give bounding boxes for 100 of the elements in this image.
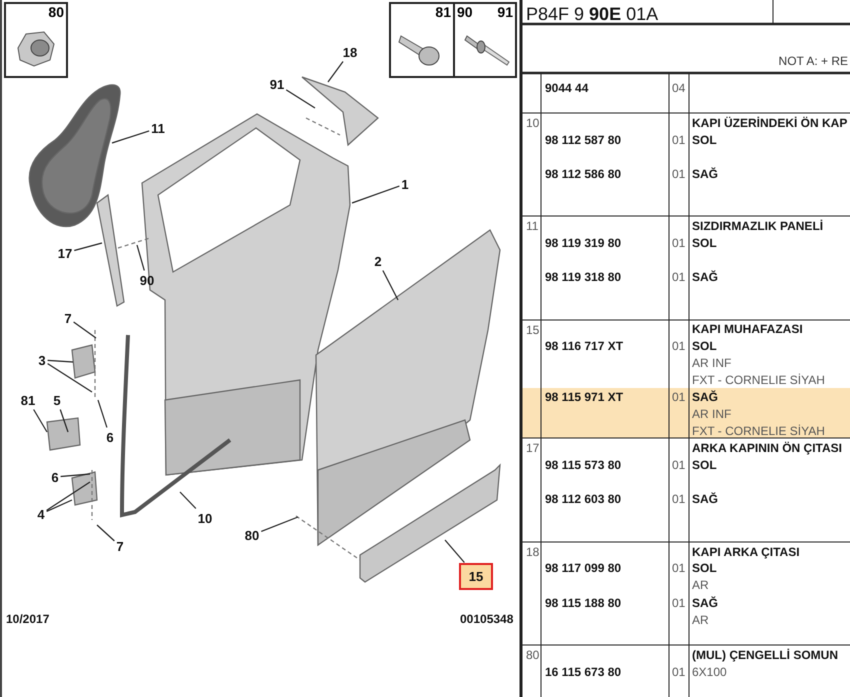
part-description: KAPI ÜZERİNDEKİ ÖN KAP [692, 116, 848, 130]
callout-number: 6 [49, 468, 61, 486]
side-label: SOL [692, 339, 717, 353]
callout-number: 17 [56, 244, 74, 262]
leader-line [73, 322, 96, 338]
quantity: 01 [672, 458, 686, 472]
side-label: SAĞ [692, 596, 718, 610]
callout-number: 91 [268, 74, 286, 94]
side-label: SAĞ [692, 270, 718, 284]
quantity: 01 [672, 596, 686, 610]
part-description: ARKA KAPININ ÖN ÇITASI [692, 441, 842, 455]
leader-line [112, 130, 150, 144]
part-note: 6X100 [692, 665, 727, 679]
callout-number: 7 [62, 308, 74, 328]
quantity: 01 [672, 133, 686, 147]
callout-number: 80 [242, 526, 262, 544]
part-number: 98 115 573 80 [545, 458, 622, 472]
quantity: 01 [672, 665, 686, 679]
part-number: 98 119 318 80 [545, 270, 622, 284]
part-number: 98 112 603 80 [545, 492, 622, 506]
callout-number: 1 [399, 174, 411, 194]
leader-line [48, 360, 74, 363]
leader-line [328, 61, 344, 82]
part-description: (MUL) ÇENGELLİ SOMUN [692, 648, 838, 662]
leader-line [96, 524, 115, 542]
leader-line [60, 473, 90, 478]
row-number: 15 [526, 323, 540, 337]
leader-line [286, 89, 316, 108]
drawing-number: 00105348 [460, 612, 514, 626]
row-number: 17 [526, 441, 540, 455]
side-label: SOL [692, 133, 717, 147]
part-number: 98 115 971 XT [545, 390, 624, 404]
part-number: 98 117 099 80 [545, 561, 622, 575]
leader-line [47, 363, 92, 392]
callout-number: 91 [497, 5, 513, 20]
part-note: FXT - CORNELIE SİYAH [692, 373, 825, 387]
part-number: 98 119 319 80 [545, 236, 622, 250]
callout-number: 81 [435, 5, 451, 20]
leader-line [97, 400, 108, 428]
quantity: 01 [672, 270, 686, 284]
callout-number: 3 [36, 350, 48, 370]
part-number: 98 112 587 80 [545, 133, 622, 147]
part-note: FXT - CORNELIE SİYAH [692, 424, 825, 438]
callout-number: 90 [457, 5, 473, 20]
part-number: 9044 44 [545, 81, 588, 95]
callout-number: 2 [372, 252, 384, 270]
callout-number: 10 [196, 508, 214, 528]
quantity: 01 [672, 390, 686, 404]
quantity: 04 [672, 81, 686, 95]
side-label: SAĞ [692, 492, 718, 506]
leader-line [46, 482, 90, 511]
side-label: SOL [692, 236, 717, 250]
part-description: KAPI ARKA ÇITASI [692, 545, 800, 559]
part-description: KAPI MUHAFAZASI [692, 322, 803, 336]
side-label: SOL [692, 561, 717, 575]
callout-number: 6 [104, 428, 116, 446]
callout-number: 5 [51, 390, 63, 410]
part-note: AR [692, 613, 709, 627]
leader-line [136, 244, 145, 271]
quantity: 01 [672, 167, 686, 181]
leader-line [261, 516, 298, 532]
part-note: AR INF [692, 356, 732, 370]
quantity: 01 [672, 339, 686, 353]
table-header: P84F 9 90E 01A [526, 4, 658, 24]
row-number: 10 [526, 116, 540, 130]
quantity: 01 [672, 492, 686, 506]
side-label: SAĞ [692, 390, 718, 404]
callout-number: 18 [340, 42, 360, 62]
highlighted-callout-number: 15 [458, 562, 494, 590]
leader-line [33, 409, 48, 432]
side-label: SAĞ [692, 167, 718, 181]
callout-number: 4 [35, 504, 47, 524]
leader-line [352, 185, 400, 204]
part-number: 98 115 188 80 [545, 596, 622, 610]
callout-number: 80 [48, 5, 64, 20]
part-description: SIZDIRMAZLIK PANELİ [692, 219, 824, 233]
table-note: NOT A: + RE [778, 54, 848, 68]
inset-panel [4, 2, 68, 78]
quantity: 01 [672, 236, 686, 250]
callout-number: 11 [149, 118, 167, 138]
inset-panel [453, 2, 517, 78]
part-number: 98 112 586 80 [545, 167, 622, 181]
part-number: 16 115 673 80 [545, 665, 622, 679]
part-note: AR [692, 578, 709, 592]
row-number: 18 [526, 545, 540, 559]
row-number: 80 [526, 648, 540, 662]
leader-line [180, 492, 196, 509]
leader-line [74, 242, 102, 252]
quantity: 01 [672, 561, 686, 575]
side-label: SOL [692, 458, 717, 472]
leader-line [444, 540, 465, 563]
callout-number: 81 [18, 390, 38, 410]
part-number: 98 116 717 XT [545, 339, 624, 353]
row-number: 11 [526, 219, 538, 233]
part-note: AR INF [692, 407, 732, 421]
leader-line [60, 409, 69, 432]
leader-line [382, 270, 399, 300]
date-label: 10/2017 [6, 612, 50, 626]
inset-panel [389, 2, 455, 78]
callout-number: 7 [114, 536, 126, 556]
